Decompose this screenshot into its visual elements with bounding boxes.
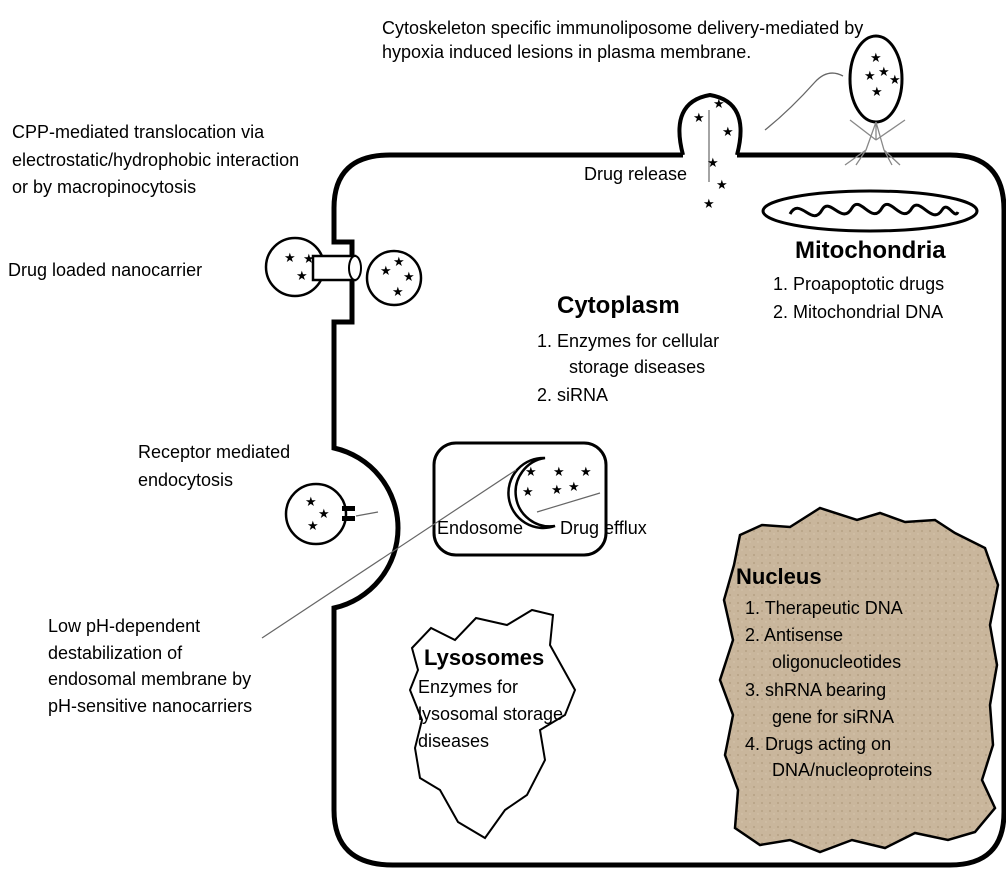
drug-star: ★	[878, 65, 890, 80]
nucleus-item: 1. Therapeutic DNA	[745, 598, 903, 618]
drug-star: ★	[522, 485, 534, 500]
cpp-channel-end	[348, 255, 362, 281]
drug-star: ★	[889, 73, 901, 88]
nanocarrier-label: Drug loaded nanocarrier	[8, 260, 202, 280]
nucleus-title: Nucleus	[736, 564, 822, 589]
cpp-label-1: CPP-mediated translocation via	[12, 122, 265, 142]
drug-efflux-label: Drug efflux	[560, 518, 647, 538]
nucleus-item: oligonucleotides	[772, 652, 901, 672]
receptor-label-1: Receptor mediated	[138, 442, 290, 462]
lysosome-shape	[408, 608, 577, 840]
drug-star: ★	[380, 264, 392, 279]
endosome-label: Endosome	[437, 518, 523, 538]
immunoliposome-label-1: Cytoskeleton specific immunoliposome del…	[382, 18, 863, 38]
lowph-label-2: destabilization of	[48, 643, 183, 663]
nucleus-item: 4. Drugs acting on	[745, 734, 891, 754]
lowph-label-4: pH-sensitive nanocarriers	[48, 696, 252, 716]
drug-star: ★	[392, 285, 404, 300]
drug-star: ★	[551, 483, 563, 498]
nucleus-item: gene for siRNA	[772, 707, 894, 727]
drug-star: ★	[871, 85, 883, 100]
lowph-label-1: Low pH-dependent	[48, 616, 200, 636]
efflux-pointer	[536, 492, 601, 513]
drug-star: ★	[713, 97, 725, 112]
cpp-label-3: or by macropinocytosis	[12, 177, 196, 197]
drug-star: ★	[693, 111, 705, 126]
lowph-label-3: endosomal membrane by	[48, 669, 251, 689]
mitochondria-item: 1. Proapoptotic drugs	[773, 274, 944, 294]
drug-star: ★	[707, 156, 719, 171]
cytoplasm-title: Cytoplasm	[557, 292, 680, 319]
drug-star: ★	[703, 197, 715, 212]
drug-star: ★	[864, 69, 876, 84]
receptor-block-1	[342, 506, 355, 511]
endosome-vesicle	[507, 456, 556, 530]
lysosome-line: diseases	[418, 731, 489, 751]
drug-star: ★	[307, 519, 319, 534]
lowph-pointer	[261, 469, 517, 639]
drug-star: ★	[303, 252, 315, 267]
nucleus-item: DNA/nucleoproteins	[772, 760, 932, 780]
drug-star: ★	[722, 125, 734, 140]
antibody-tether	[764, 72, 844, 131]
antibody-stalk	[844, 119, 906, 166]
lysosome-line: lysosomal storage	[418, 704, 563, 724]
receptor-vesicle	[284, 482, 348, 546]
drug-star: ★	[525, 465, 537, 480]
cpp-label-2: electrostatic/hydrophobic interaction	[12, 150, 299, 170]
receptor-label-2: endocytosis	[138, 470, 233, 490]
mitochondria-title: Mitochondria	[795, 237, 946, 264]
drug-release-label: Drug release	[584, 164, 687, 184]
drug-star: ★	[553, 465, 565, 480]
cytoplasm-item: 1. Enzymes for cellular	[537, 331, 719, 351]
drug-star: ★	[318, 507, 330, 522]
lysosomes-title: Lysosomes	[424, 645, 544, 670]
drug-star: ★	[870, 51, 882, 66]
endosome-box	[432, 441, 608, 557]
lysosome-line: Enzymes for	[418, 677, 518, 697]
receptor-pointer	[355, 511, 379, 517]
cytoplasm-item: 2. siRNA	[537, 385, 608, 405]
drug-star: ★	[568, 480, 580, 495]
immunoliposome-label-2: hypoxia induced lesions in plasma membra…	[382, 42, 751, 62]
nucleus-shape	[718, 506, 1000, 854]
drug-star: ★	[305, 495, 317, 510]
nucleus-item: 3. shRNA bearing	[745, 680, 886, 700]
fusing-liposome	[677, 92, 743, 156]
drug-star: ★	[393, 255, 405, 270]
drug-stars: ★ ★ ★ ★ ★ ★ ★ ★ ★ ★ ★ ★ ★ ★ ★ ★ ★ ★ ★ ★ …	[284, 51, 901, 534]
receptor-block-2	[342, 516, 355, 521]
nanocarrier-right	[365, 249, 423, 307]
nucleus-item: 2. Antisense	[745, 625, 843, 645]
cytoplasm-item: storage diseases	[569, 357, 705, 377]
drug-star: ★	[296, 269, 308, 284]
mitochondria-item: 2. Mitochondrial DNA	[773, 302, 943, 322]
drug-star: ★	[716, 178, 728, 193]
drug-star: ★	[284, 251, 296, 266]
drug-star: ★	[403, 270, 415, 285]
drug-star: ★	[580, 465, 592, 480]
mitochondrion-cristae	[788, 202, 960, 218]
